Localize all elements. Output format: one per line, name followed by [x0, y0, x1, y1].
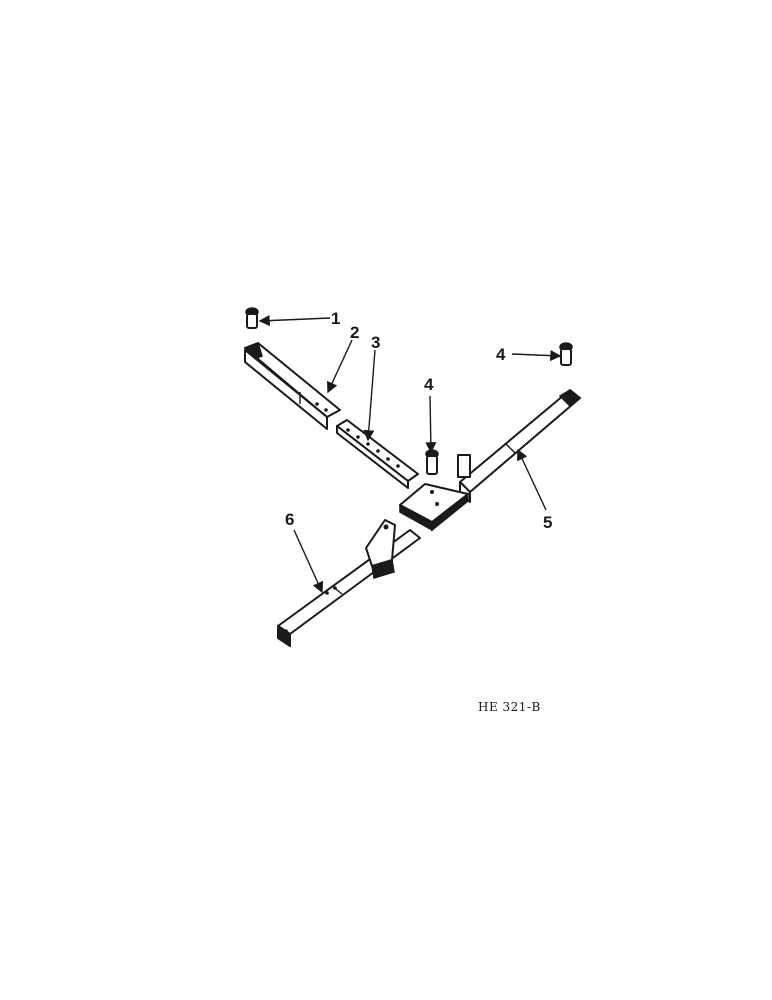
pin-part-4-center: [425, 449, 439, 475]
bar-part-3: [336, 419, 419, 489]
bar-part-2: [244, 342, 341, 430]
bar-part-5: [399, 389, 582, 532]
callout-1: 1: [331, 309, 340, 328]
bar-part-6: [277, 519, 421, 648]
callout-5: 5: [543, 513, 552, 532]
callout-4-center: 4: [424, 375, 434, 394]
leader-lines: [258, 314, 562, 594]
callout-2: 2: [350, 323, 359, 342]
pin-part-1: [245, 307, 259, 329]
callout-4-right: 4: [496, 345, 506, 364]
pin-part-4-right: [559, 342, 573, 366]
callout-3: 3: [371, 333, 380, 352]
figure-id: HE 321-B: [478, 700, 541, 714]
callout-6: 6: [285, 510, 294, 529]
